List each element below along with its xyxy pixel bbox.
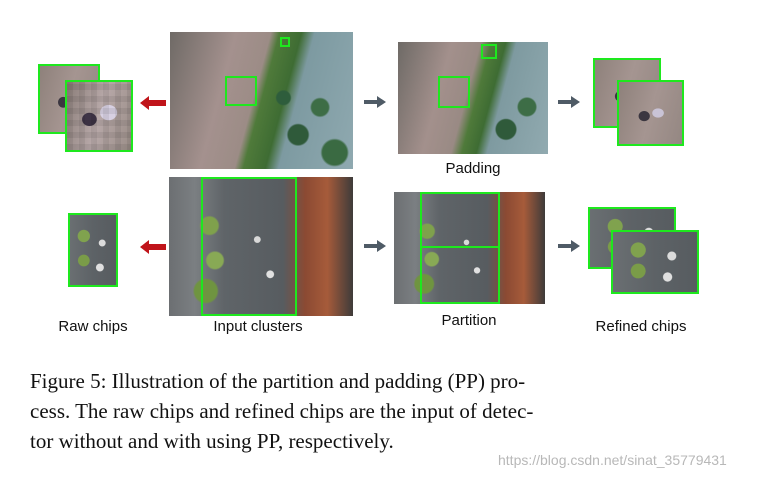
figure-caption: Figure 5: Illustration of the partition … bbox=[30, 366, 720, 456]
red-arrow-top bbox=[140, 96, 166, 110]
refined-chips-label: Refined chips bbox=[595, 318, 687, 335]
refined-chip-bottom-front bbox=[611, 230, 699, 294]
watermark: https://blog.csdn.net/sinat_35779431 bbox=[498, 452, 727, 468]
raw-chip-top-front bbox=[65, 80, 133, 152]
cluster-box-small bbox=[280, 37, 290, 47]
caption-line-2: cess. The raw chips and refined chips ar… bbox=[30, 399, 534, 423]
gray-arrow-bottom-2 bbox=[558, 240, 580, 252]
input-cluster-photo-top bbox=[170, 32, 353, 169]
gray-arrow-top-1 bbox=[364, 96, 386, 108]
red-arrow-bottom bbox=[140, 240, 166, 254]
partition-label: Partition bbox=[441, 312, 497, 329]
caption-line-1: Figure 5: Illustration of the partition … bbox=[30, 369, 526, 393]
gray-arrow-bottom-1 bbox=[364, 240, 386, 252]
gray-arrow-top-2 bbox=[558, 96, 580, 108]
cluster-box-parking bbox=[201, 177, 297, 316]
input-clusters-label: Input clusters bbox=[213, 318, 303, 335]
raw-chip-bottom bbox=[68, 213, 118, 287]
padding-box-people bbox=[438, 76, 470, 108]
padding-box-small bbox=[481, 44, 497, 59]
partition-photo bbox=[394, 192, 545, 304]
partition-box-lower bbox=[420, 246, 500, 304]
partition-box-upper bbox=[420, 192, 500, 248]
padding-photo bbox=[398, 42, 548, 154]
raw-chips-label: Raw chips bbox=[58, 318, 128, 335]
padding-label: Padding bbox=[445, 160, 501, 177]
input-cluster-photo-bottom bbox=[169, 177, 353, 316]
caption-line-3: tor without and with using PP, respectiv… bbox=[30, 429, 394, 453]
refined-chip-top-front bbox=[617, 80, 684, 146]
cluster-box-people bbox=[225, 76, 257, 106]
